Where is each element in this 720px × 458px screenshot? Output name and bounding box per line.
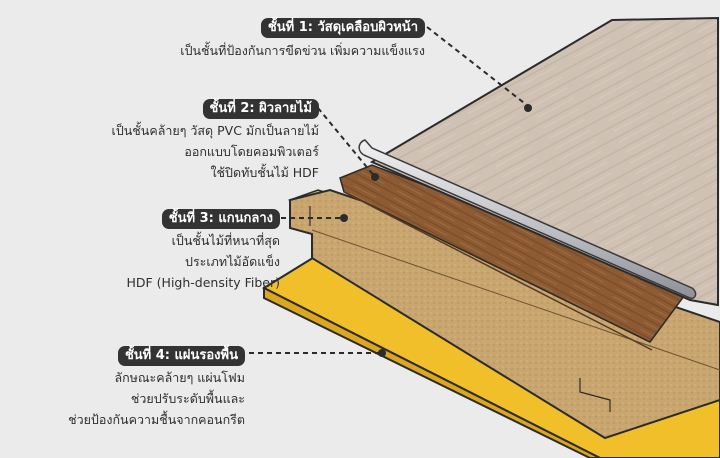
- layer3-desc-line: เป็นชั้นไม้ที่หนาที่สุด: [171, 233, 280, 248]
- layer1-desc-line: เป็นชั้นที่ป้องกันการขีดข่วน เพิ่มความแข…: [180, 43, 425, 58]
- layer1-surface: [369, 16, 719, 307]
- layer2-desc-line: ใช้ปิดทับชั้นไม้ HDF: [210, 165, 319, 180]
- layer2-desc-line: เป็นชั้นคล้ายๆ วัสดุ PVC มักเป็นลายไม้: [111, 123, 319, 138]
- layer3-title-pill: ชั้นที่ 3: แกนกลาง: [161, 209, 280, 229]
- underlay-front: [263, 286, 601, 458]
- dot-layer3: [340, 214, 348, 222]
- layer3-desc-line: ประเภทไม้อัดแข็ง: [185, 254, 280, 269]
- edge-trim-rail: [358, 139, 697, 300]
- leader-layer2: [317, 107, 376, 178]
- dot-layer4: [378, 349, 386, 357]
- layer2-desc-line: ออกแบบโดยคอมพิวเตอร์: [184, 144, 319, 159]
- layer1-title-pill: ชั้นที่ 1: วัสดุเคลือบผิวหน้า: [260, 18, 425, 38]
- dot-layer1: [524, 104, 532, 112]
- dot-layer2: [371, 173, 379, 181]
- surface-top: [369, 16, 719, 307]
- layer2-title-pill: ชั้นที่ 2: ผิวลายไม้: [202, 99, 319, 119]
- layer3-desc-line: HDF (High-density Fiber): [126, 275, 280, 290]
- leader-lines: [249, 26, 529, 354]
- layer4-desc-line: ช่วยป้องกันความชื้นจากคอนกรีต: [68, 412, 245, 427]
- layer4-desc-line: ช่วยปรับระดับพื้นและ: [130, 391, 245, 406]
- callout-layer1: ชั้นที่ 1: วัสดุเคลือบผิวหน้า เป็นชั้นที…: [180, 16, 425, 60]
- callout-layer4: ชั้นที่ 4: แผ่นรองพื้น ลักษณะคล้ายๆ แผ่น…: [68, 344, 245, 429]
- leader-layer1: [426, 26, 529, 107]
- layer4-title-pill: ชั้นที่ 4: แผ่นรองพื้น: [117, 346, 245, 366]
- callout-layer3: ชั้นที่ 3: แกนกลาง เป็นชั้นไม้ที่หนาที่ส…: [126, 207, 280, 292]
- leader-dots: [340, 104, 532, 357]
- layer4-desc-line: ลักษณะคล้ายๆ แผ่นโฟม: [114, 370, 245, 385]
- callout-layer2: ชั้นที่ 2: ผิวลายไม้ เป็นชั้นคล้ายๆ วัสด…: [112, 97, 319, 182]
